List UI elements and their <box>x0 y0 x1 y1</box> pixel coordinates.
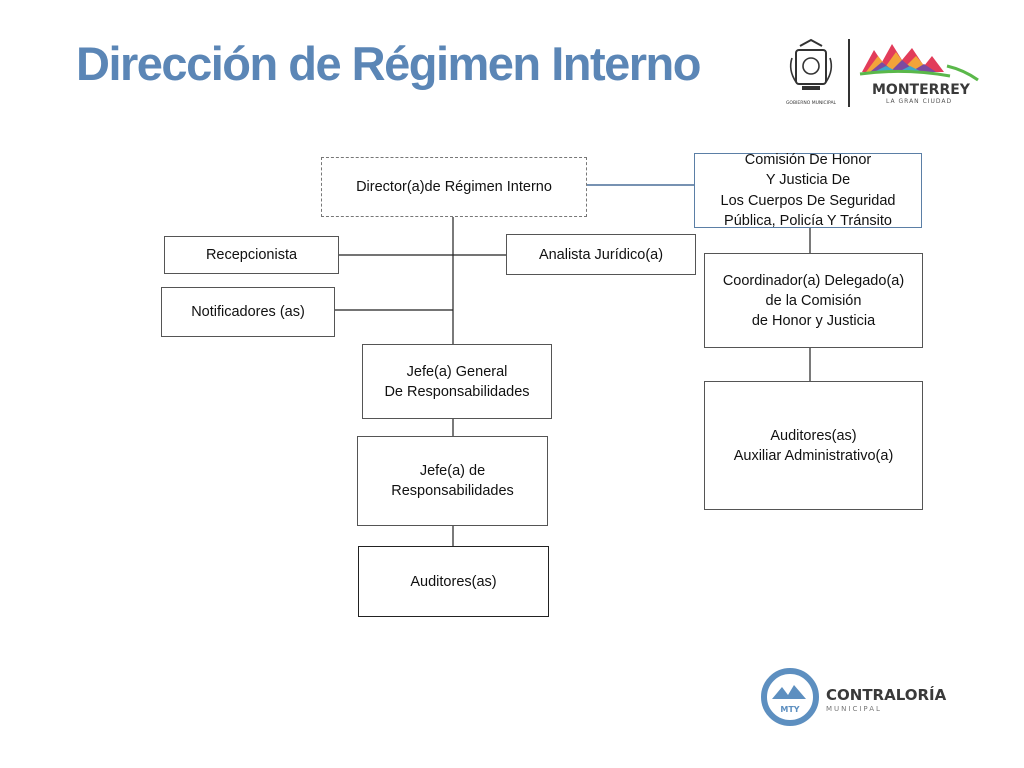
node-auditores: Auditores(as) <box>358 546 549 617</box>
node-jefe-responsabilidades: Jefe(a) de Responsabilidades <box>357 436 548 526</box>
contraloria-label: CONTRALORÍA <box>826 685 947 704</box>
coat-of-arms-icon <box>789 38 833 90</box>
page-title: Dirección de Régimen Interno <box>76 37 701 90</box>
mty-label: MTY <box>780 705 799 714</box>
node-comision-honor: Comisión De Honor Y Justicia De Los Cuer… <box>694 152 922 229</box>
node-notificadores: Notificadores (as) <box>161 287 335 337</box>
node-recepcionista: Recepcionista <box>164 236 339 274</box>
monterrey-sub-label: LA GRAN CIUDAD <box>886 98 952 105</box>
contraloria-logo: MTY CONTRALORÍA MUNICIPAL <box>761 668 947 726</box>
node-auditores-auxiliar: Auditores(as) Auxiliar Administrativo(a) <box>704 381 923 510</box>
contraloria-ring-icon <box>761 668 819 726</box>
node-jefe-general: Jefe(a) General De Responsabilidades <box>362 344 552 419</box>
node-director: Director(a)de Régimen Interno <box>321 157 587 217</box>
mountain-icon <box>859 44 979 82</box>
monterrey-label: MONTERREY <box>872 82 971 98</box>
mountain-mini-icon <box>772 685 806 699</box>
monterrey-logo: GOBIERNO MUNICIPAL MONTERREY LA GRAN CIU… <box>786 38 979 107</box>
logo-divider <box>848 39 850 107</box>
node-analista-juridico: Analista Jurídico(a) <box>506 234 696 275</box>
node-coordinador-delegado: Coordinador(a) Delegado(a) de la Comisió… <box>704 253 923 348</box>
gobierno-municipal-label: GOBIERNO MUNICIPAL <box>786 100 837 106</box>
municipal-label: MUNICIPAL <box>826 705 882 713</box>
